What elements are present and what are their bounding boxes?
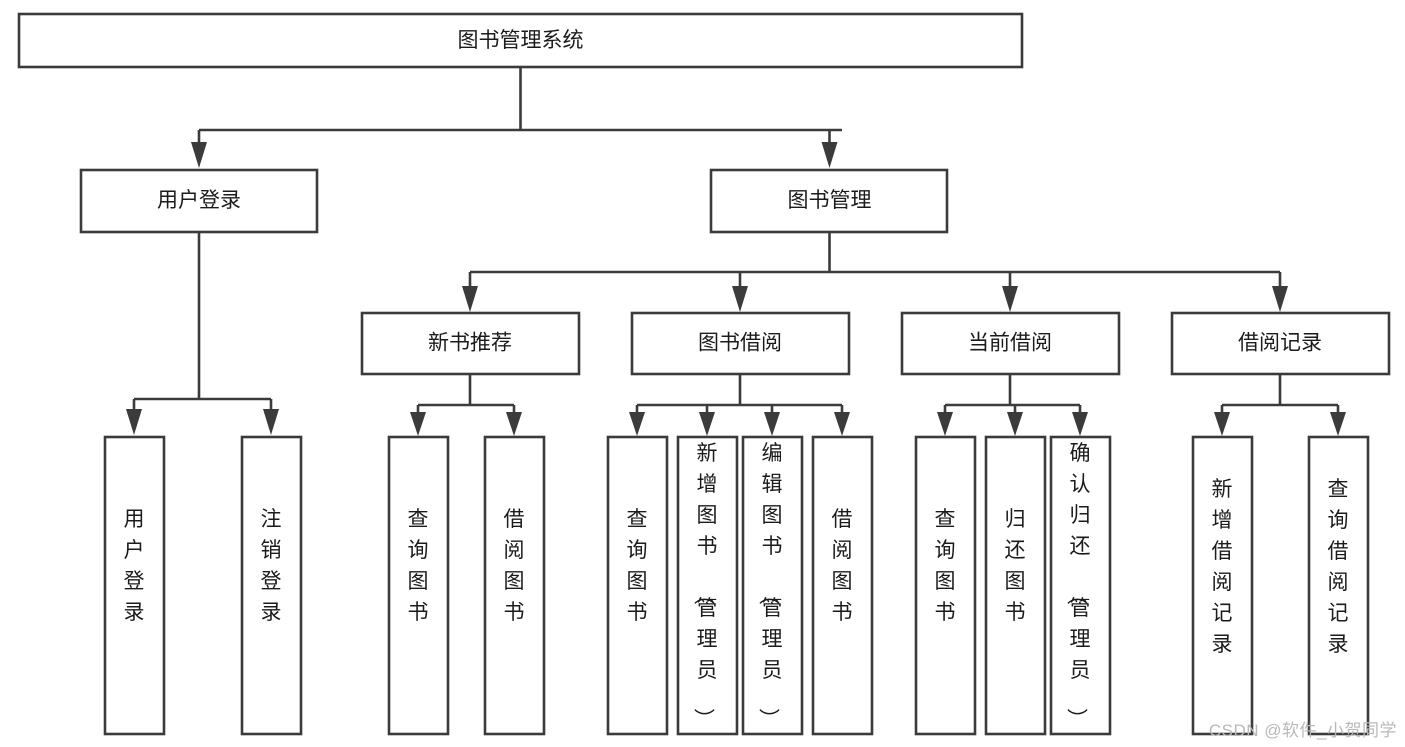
- node-book-management[interactable]: 图书管理: [709, 168, 949, 234]
- arrow-to-user-login: [191, 142, 207, 168]
- node-leaf-query-book-3[interactable]: 查询图书: [914, 435, 977, 736]
- node-book-borrow-label: 图书借阅: [698, 332, 782, 355]
- arrow-to-new-book-recommend: [462, 286, 478, 312]
- node-leaf-query-book-1[interactable]: 查询图书: [387, 435, 450, 736]
- node-root-title-label: 图书管理系统: [458, 29, 584, 52]
- arrow-to-leaf-user-login: [126, 409, 142, 435]
- arrow-to-leaf-edit-book: [764, 412, 780, 436]
- arrow-to-leaf-add-record: [1214, 412, 1230, 436]
- node-leaf-logout-login-label: 注销登录: [261, 508, 282, 624]
- node-leaf-user-login-label: 用户登录: [124, 508, 145, 624]
- arrow-to-leaf-return-book: [1007, 412, 1023, 436]
- arrow-to-leaf-confirm-return: [1072, 412, 1088, 436]
- node-leaf-query-record[interactable]: 查询借阅记录: [1307, 435, 1370, 736]
- arrow-to-leaf-logout-login: [263, 409, 279, 435]
- node-leaf-confirm-return-label: 确认归还（管理员）: [1065, 442, 1091, 729]
- connector-group: [126, 67, 1346, 436]
- node-leaf-return-book-label: 归还图书: [1005, 508, 1026, 624]
- node-leaf-query-record-label: 查询借阅记录: [1328, 478, 1349, 656]
- arrow-to-leaf-query-book-1: [410, 412, 426, 436]
- arrow-to-leaf-add-book: [699, 412, 715, 436]
- node-leaf-add-book-label: 新增图书（管理员）: [692, 442, 718, 729]
- node-leaf-add-book[interactable]: 新增图书（管理员）: [676, 435, 739, 736]
- node-leaf-borrow-book-1-label: 借阅图书: [504, 508, 525, 624]
- arrow-to-leaf-borrow-book-1: [506, 412, 522, 436]
- node-new-book-recommend[interactable]: 新书推荐: [360, 311, 581, 376]
- node-leaf-edit-book-label: 编辑图书（管理员）: [757, 442, 783, 729]
- node-leaf-borrow-book-2-label: 借阅图书: [832, 508, 853, 624]
- arrow-to-book-borrow: [732, 286, 748, 312]
- arrow-to-leaf-query-book-3: [937, 412, 953, 436]
- node-leaf-borrow-book-1[interactable]: 借阅图书: [483, 435, 546, 736]
- node-current-borrow[interactable]: 当前借阅: [900, 311, 1121, 376]
- node-leaf-borrow-book-2[interactable]: 借阅图书: [811, 435, 874, 736]
- node-leaf-query-book-1-label: 查询图书: [408, 508, 429, 624]
- node-new-book-recommend-label: 新书推荐: [428, 332, 512, 355]
- arrow-to-current-borrow: [1002, 286, 1018, 312]
- node-root-title[interactable]: 图书管理系统: [17, 12, 1024, 69]
- node-user-login-label: 用户登录: [157, 189, 241, 212]
- node-leaf-query-book-3-label: 查询图书: [935, 508, 956, 624]
- node-leaf-add-record[interactable]: 新增借阅记录: [1191, 435, 1254, 736]
- csdn-watermark: CSDN @软件_小贺同学: [1208, 721, 1397, 740]
- node-current-borrow-label: 当前借阅: [968, 332, 1052, 355]
- arrow-to-leaf-borrow-book-2: [834, 412, 850, 436]
- node-book-borrow[interactable]: 图书借阅: [630, 311, 851, 376]
- node-borrow-record[interactable]: 借阅记录: [1170, 311, 1391, 376]
- node-leaf-add-record-label: 新增借阅记录: [1212, 478, 1233, 656]
- node-leaf-query-book-2-label: 查询图书: [627, 508, 648, 624]
- node-borrow-record-label: 借阅记录: [1238, 332, 1322, 355]
- arrow-to-borrow-record: [1272, 286, 1288, 312]
- node-book-management-label: 图书管理: [788, 189, 872, 212]
- arrow-to-leaf-query-book-2: [629, 412, 645, 436]
- arrow-to-book-management: [821, 142, 838, 168]
- node-leaf-return-book[interactable]: 归还图书: [984, 435, 1047, 736]
- node-leaf-user-login[interactable]: 用户登录: [103, 435, 166, 736]
- node-leaf-logout-login[interactable]: 注销登录: [240, 435, 303, 736]
- node-leaf-edit-book[interactable]: 编辑图书（管理员）: [741, 435, 804, 736]
- arrow-to-leaf-query-record: [1330, 412, 1346, 436]
- node-user-login[interactable]: 用户登录: [79, 168, 319, 234]
- node-leaf-confirm-return[interactable]: 确认归还（管理员）: [1049, 435, 1112, 736]
- node-leaf-query-book-2[interactable]: 查询图书: [606, 435, 669, 736]
